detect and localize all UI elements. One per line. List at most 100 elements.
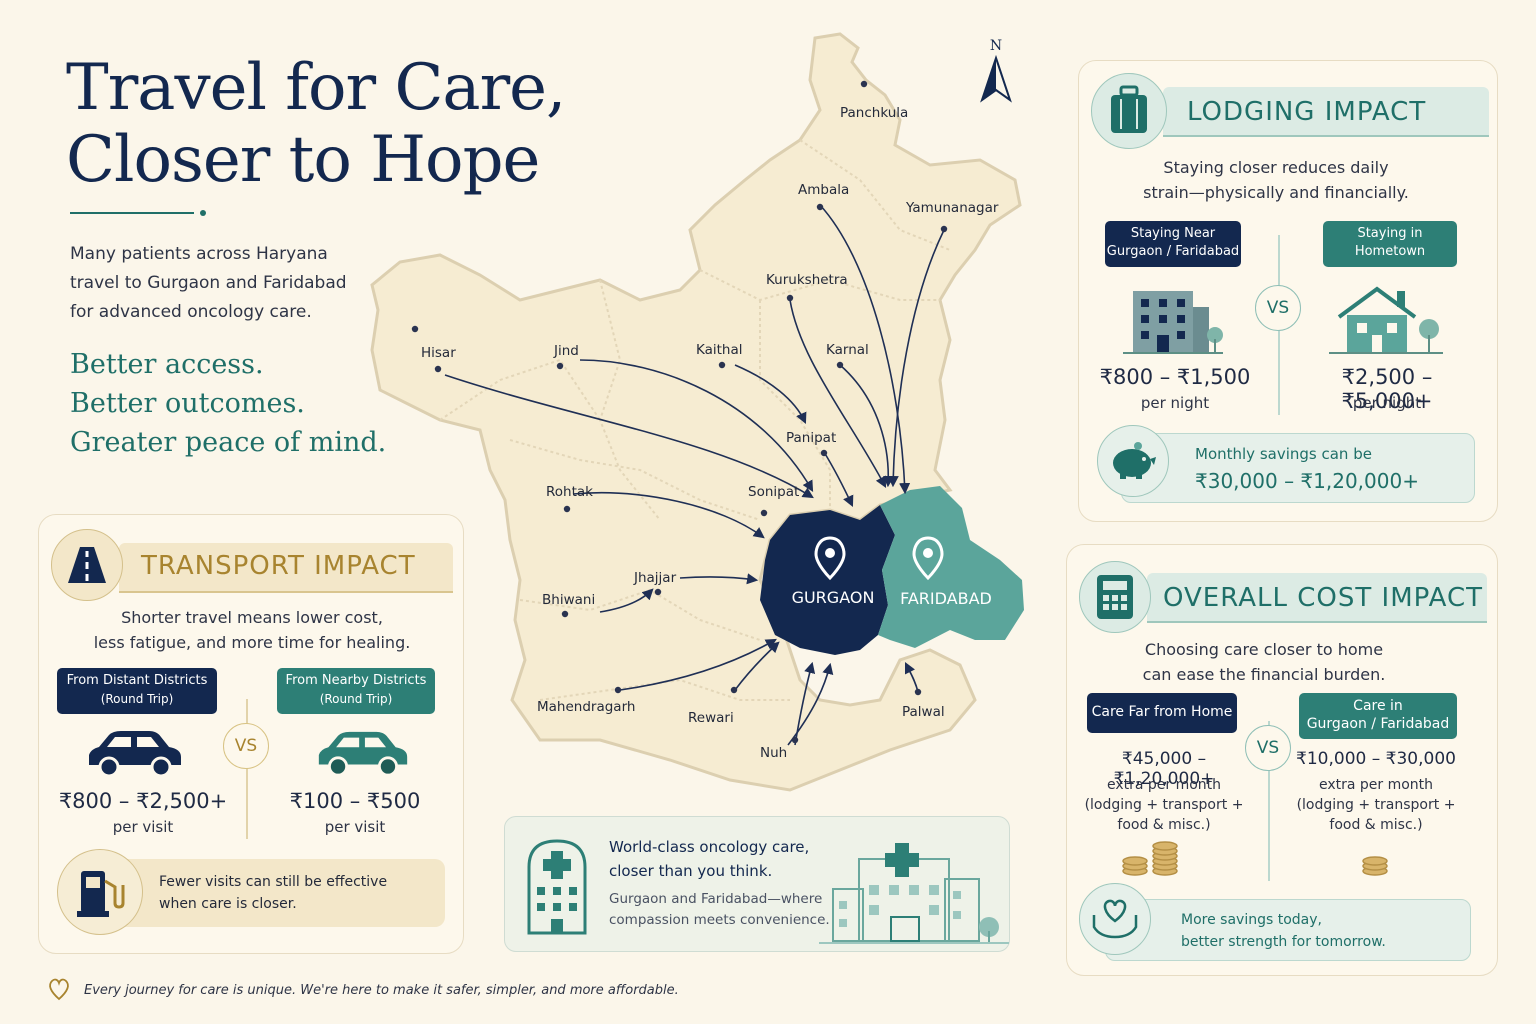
district-label: Panipat (786, 430, 836, 446)
pill-line: From Distant Districts (66, 673, 208, 688)
pill-line: Gurgaon / Faridabad (1306, 716, 1450, 732)
coins-stack-icon (1362, 856, 1388, 876)
title-underline (70, 212, 194, 214)
transport-subtitle: Shorter travel means lower cost, less fa… (39, 605, 465, 655)
road-icon (51, 529, 123, 601)
detail-line: extra per month (1318, 777, 1434, 793)
gurgaon-region (760, 505, 895, 655)
faridabad-region (878, 486, 1024, 648)
district-label: Mahendragarh (537, 699, 635, 715)
subtitle-line: Choosing care closer to home (1144, 640, 1384, 659)
note-line: better strength for tomorrow. (1181, 934, 1386, 950)
far-from-home-pill: Care Far from Home (1087, 693, 1237, 733)
pill-line: Staying Near (1130, 226, 1216, 241)
haryana-outline (370, 32, 1022, 792)
nearby-districts-pill: From Nearby Districts (Round Trip) (277, 668, 435, 714)
hospital-icon (527, 839, 587, 935)
district-label: Jind (553, 343, 579, 359)
hospital-building-icon (819, 843, 1009, 944)
promo-headline: World-class oncology care, closer than y… (609, 835, 809, 883)
heart-in-hands-icon (1079, 883, 1151, 955)
vs-badge: VS (223, 723, 269, 769)
pill-line: From Nearby Districts (285, 673, 427, 688)
hometown-price: ₹2,500 – ₹5,000+ (1341, 365, 1433, 413)
district-label: Jhajjar (633, 570, 677, 586)
subtitle-line: strain—physically and financially. (1143, 183, 1409, 202)
near-hubs-price: ₹800 – ₹1,500 (1099, 365, 1251, 389)
vs-divider (1268, 721, 1270, 881)
detail-line: food & misc.) (1117, 817, 1211, 833)
distant-price: ₹800 – ₹2,500+ (58, 789, 228, 813)
page-title-line-1: Travel for Care, (66, 51, 566, 125)
detail-line: (lodging + transport + (1084, 797, 1244, 813)
coins-stack-icon (1122, 841, 1178, 876)
pill-line: Gurgaon / Faridabad (1106, 244, 1240, 259)
pill-line: (Round Trip) (100, 692, 174, 706)
hotel-building-icon (1123, 291, 1223, 354)
nearby-price: ₹100 – ₹500 (289, 789, 421, 813)
note-line: when care is closer. (159, 896, 297, 912)
distant-districts-pill: From Distant Districts (Round Trip) (57, 668, 217, 714)
savings-label: Monthly savings can be (1195, 445, 1372, 463)
tagline: Better access. (70, 349, 264, 380)
near-care-price: ₹10,000 – ₹30,000 (1296, 749, 1456, 769)
district-label: Rewari (688, 710, 734, 726)
tagline: Better outcomes. (70, 388, 305, 419)
overall-cost-impact-card: OVERALL COST IMPACT Choosing care closer… (1066, 544, 1498, 976)
district-label: Karnal (826, 342, 869, 358)
promo-line: closer than you think. (609, 862, 773, 880)
intro-line: travel to Gurgaon and Faridabad (70, 273, 347, 293)
district-label: Ambala (798, 182, 849, 198)
district-label: Bhiwani (542, 592, 595, 608)
subtitle-line: Shorter travel means lower cost, (121, 608, 383, 627)
note-line: Fewer visits can still be effective (159, 874, 388, 890)
car-icon (318, 731, 408, 777)
intro-text: Many patients across Haryana travel to G… (70, 240, 370, 327)
fuel-pump-icon (57, 849, 143, 935)
detail-line: food & misc.) (1329, 817, 1423, 833)
subtitle-line: can ease the financial burden. (1142, 665, 1386, 684)
promo-line: compassion meets convenience. (609, 912, 830, 928)
page-title: Travel for Care, Closer to Hope (66, 52, 626, 196)
lodging-card-header (1163, 87, 1489, 137)
compass-label: N (990, 38, 1002, 54)
transport-card-title: TRANSPORT IMPACT (141, 551, 416, 581)
transport-note: Fewer visits can still be effective when… (159, 871, 387, 915)
page-title-line-2: Closer to Hope (66, 123, 540, 197)
nearby-price-unit: per visit (324, 818, 386, 836)
hometown-pill: Staying in Hometown (1323, 221, 1457, 267)
district-label: Rohtak (546, 484, 593, 500)
district-label: Nuh (760, 745, 787, 761)
pill-line: Hometown (1354, 244, 1426, 259)
district-label: Yamunanagar (905, 200, 999, 216)
near-hubs-pill: Staying Near Gurgaon / Faridabad (1105, 221, 1241, 267)
subtitle-line: Staying closer reduces daily (1163, 158, 1389, 177)
route-arrows (444, 204, 945, 746)
lodging-impact-card: LODGING IMPACT Staying closer reduces da… (1078, 60, 1498, 522)
car-icon (89, 731, 181, 778)
district-label: Kurukshetra (766, 272, 848, 288)
lodging-card-title: LODGING IMPACT (1187, 97, 1427, 127)
district-label: Kaithal (696, 342, 743, 358)
promo-line: World-class oncology care, (609, 838, 810, 856)
faridabad-label: FARIDABAD (900, 589, 992, 608)
overall-note: More savings today, better strength for … (1181, 909, 1386, 953)
title-underline-dot (200, 210, 206, 216)
near-hubs-price-unit: per night (1140, 394, 1210, 412)
promo-line: Gurgaon and Faridabad—where (609, 891, 823, 907)
compass-icon (980, 54, 1012, 103)
gurgaon-pin-icon (814, 536, 846, 581)
far-from-home-detail: extra per month (lodging + transport + f… (1069, 775, 1259, 835)
distant-price-unit: per visit (112, 818, 174, 836)
detail-line: extra per month (1106, 777, 1222, 793)
vs-divider (246, 699, 248, 839)
intro-line: for advanced oncology care. (70, 302, 312, 322)
hometown-price-unit: per night (1352, 394, 1422, 412)
faridabad-pin-icon (912, 536, 944, 581)
tagline: Greater peace of mind. (70, 427, 387, 458)
pill-line: Care in (1353, 698, 1403, 714)
luggage-icon (1091, 73, 1167, 149)
district-dots (411, 80, 948, 744)
savings-box (1121, 433, 1475, 503)
